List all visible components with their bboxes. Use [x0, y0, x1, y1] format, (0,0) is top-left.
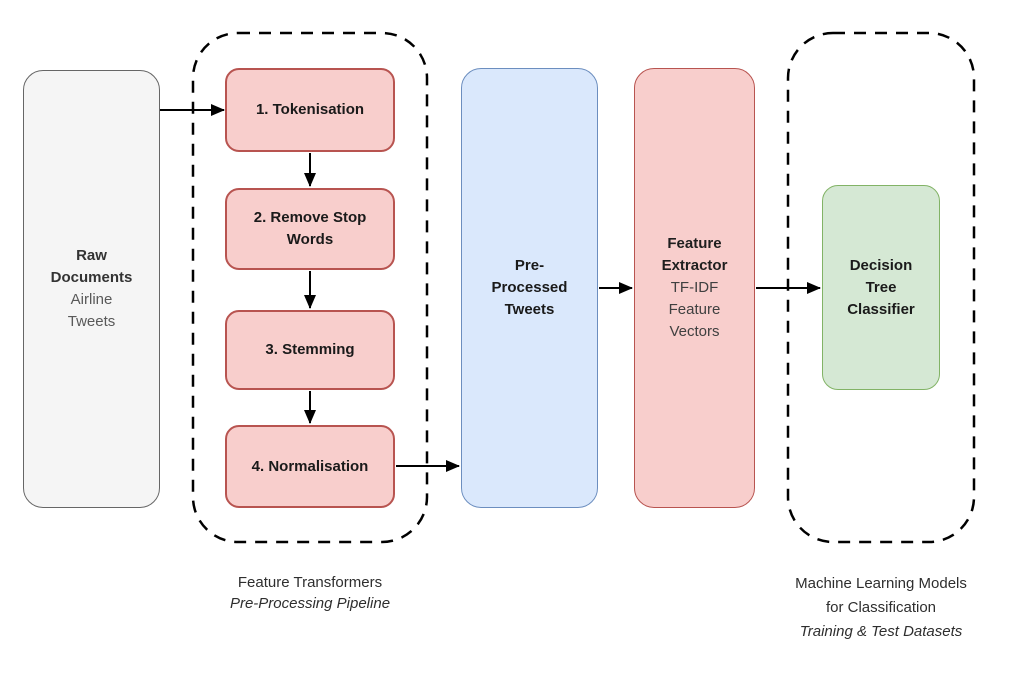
pipeline-group-caption: Feature Transformers Pre-Processing Pipe…: [160, 572, 460, 614]
raw-documents-node: Raw Documents Airline Tweets: [23, 70, 160, 508]
pipeline-step-remove-stop-words-label: 2. Remove Stop Words: [253, 209, 367, 248]
raw-documents-title: Raw Documents: [50, 247, 133, 286]
decision-tree-classifier-title: Decision Tree Classifier: [847, 256, 915, 318]
pipeline-step-remove-stop-words: 2. Remove Stop Words: [225, 188, 395, 270]
pipeline-step-tokenisation: 1. Tokenisation: [225, 68, 395, 152]
decision-tree-classifier-node: Decision Tree Classifier: [822, 185, 940, 390]
feature-extractor-title: Feature Extractor: [661, 235, 728, 274]
feature-extractor-node: Feature Extractor TF-IDF Feature Vectors: [634, 68, 755, 508]
models-group-caption-line2: Training & Test Datasets: [799, 623, 963, 640]
models-group-caption-line1: Machine Learning Models for Classificati…: [795, 575, 967, 616]
models-group-caption: Machine Learning Models for Classificati…: [731, 572, 1031, 644]
pipeline-step-normalisation: 4. Normalisation: [225, 425, 395, 508]
preprocessed-tweets-title: Pre- Processed Tweets: [491, 257, 568, 318]
pipeline-step-normalisation-label: 4. Normalisation: [251, 457, 369, 475]
pipeline-step-stemming-label: 3. Stemming: [265, 341, 355, 358]
pipeline-step-stemming: 3. Stemming: [225, 310, 395, 390]
raw-documents-subtitle: Airline Tweets: [67, 291, 116, 330]
pipeline-group-caption-line1: Feature Transformers: [237, 574, 383, 591]
preprocessed-tweets-node: Pre- Processed Tweets: [461, 68, 598, 508]
feature-transformers-group-outline: [191, 31, 429, 544]
pipeline-group-caption-line2: Pre-Processing Pipeline: [229, 595, 391, 612]
pipeline-step-tokenisation-label: 1. Tokenisation: [255, 101, 365, 118]
feature-extractor-subtitle: TF-IDF Feature Vectors: [668, 279, 721, 340]
